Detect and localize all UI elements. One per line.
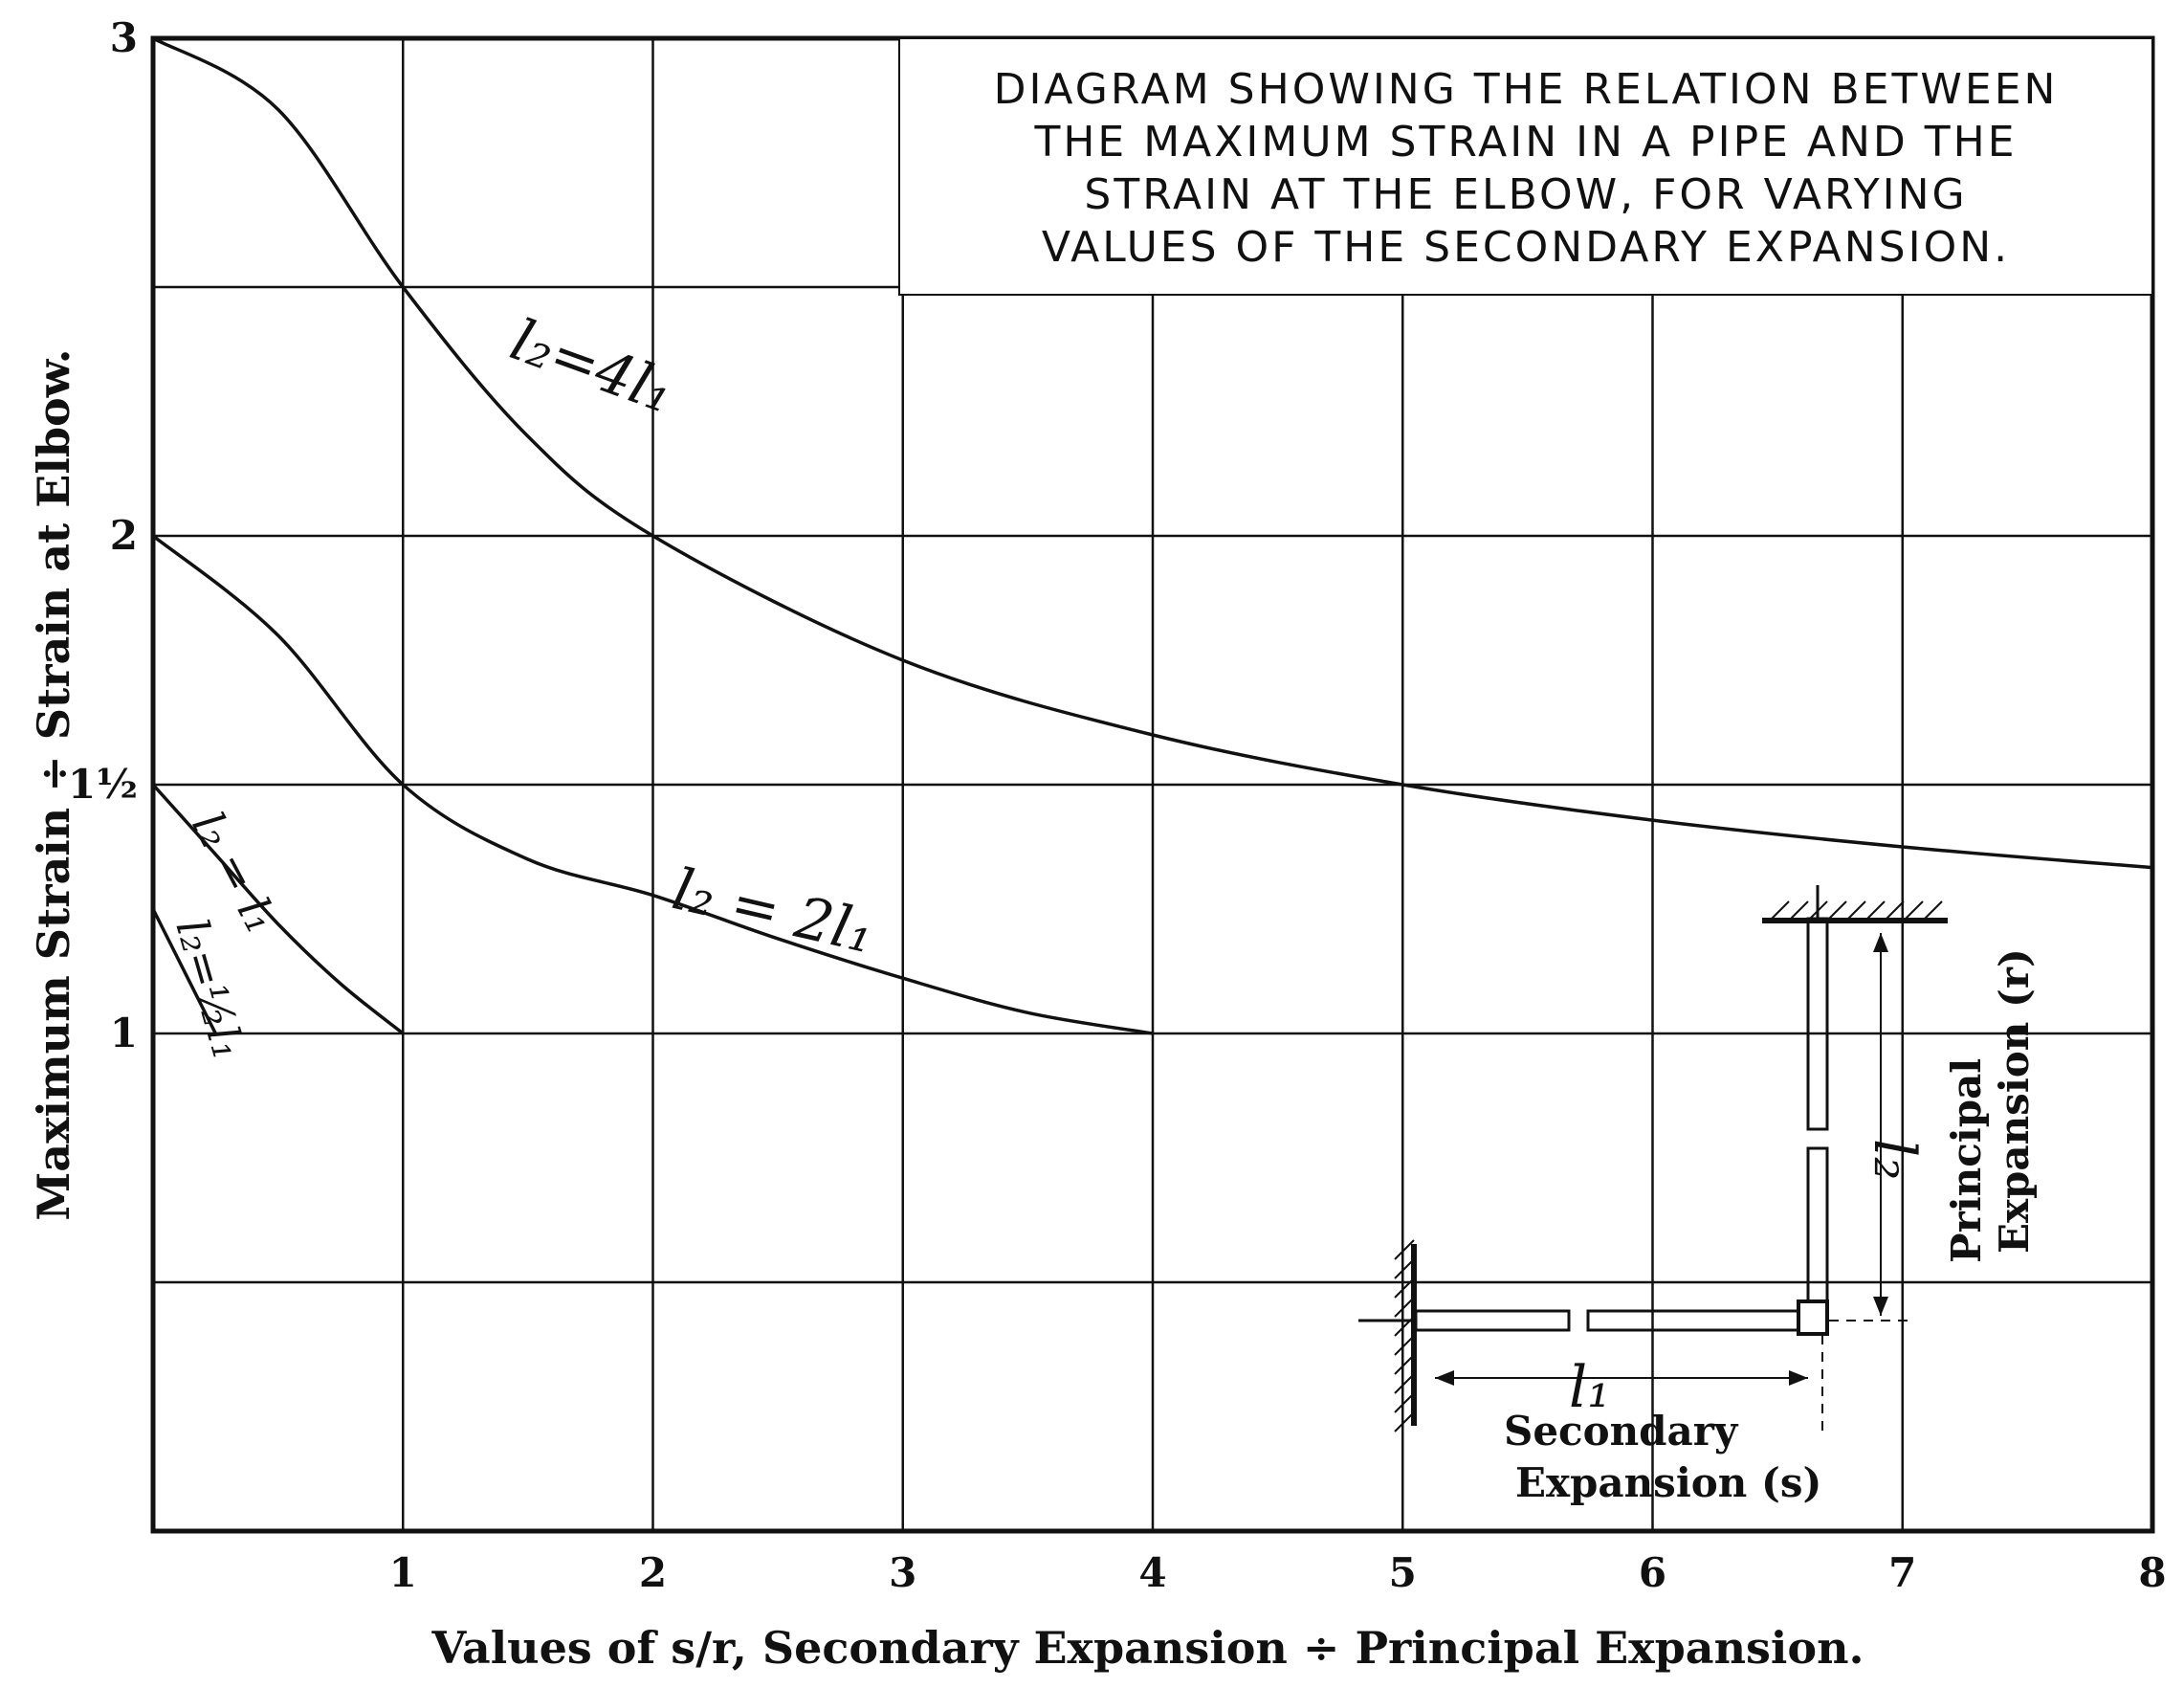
x-axis-title: Values of s/r, Secondary Expansion ÷ Pri…: [430, 1622, 1864, 1674]
series-line-0: [152, 36, 2153, 870]
series-line-3: [151, 908, 217, 1034]
title-line-2: THE MAXIMUM STRAIN IN A PIPE AND THE: [1033, 118, 2017, 167]
title-line-3: STRAIN AT THE ELBOW, FOR VARYING: [1084, 170, 1967, 219]
curves: [151, 36, 2153, 1035]
x-tick-label: 7: [1888, 1549, 1916, 1596]
x-tick-label: 4: [1138, 1549, 1166, 1596]
y-tick-label: 1: [110, 1010, 138, 1056]
y-tick-label: 2: [110, 512, 138, 559]
x-tick-label: 3: [889, 1549, 916, 1596]
x-tick-label: 1: [389, 1549, 417, 1596]
title-line-4: VALUES OF THE SECONDARY EXPANSION.: [1042, 223, 2010, 272]
x-tick-label: 2: [639, 1549, 667, 1596]
inset-l1-label: l₁: [1569, 1354, 1610, 1421]
inset-l2-label: l₂: [1861, 1139, 1928, 1180]
y-axis-title: Maximum Strain ÷ Strain at Elbow.: [28, 348, 79, 1220]
tick-labels: 1 2 3 4 5 6 7 8 1 1½ 2 3: [68, 14, 2167, 1596]
series-line-1: [151, 534, 1154, 1035]
inset-secondary-line1: Secondary: [1504, 1408, 1739, 1455]
pipe-inset-diagram: [1358, 885, 1948, 1433]
inset-principal-line1: Principal: [1943, 1058, 1990, 1263]
inset-secondary-line2: Expansion (s): [1515, 1459, 1821, 1506]
inset-principal-line2: Expansion (r): [1991, 948, 2038, 1254]
series-line-2: [151, 783, 405, 1035]
x-tick-label: 5: [1389, 1549, 1417, 1596]
title-box: [898, 37, 2153, 296]
x-tick-label: 8: [2138, 1549, 2166, 1596]
y-tick-label: 3: [110, 14, 138, 61]
title-line-1: DIAGRAM SHOWING THE RELATION BETWEEN: [994, 65, 2059, 114]
curve-label-2: l₂ = 2l₁: [667, 855, 880, 966]
y-tick-label: 1½: [68, 761, 138, 808]
x-tick-label: 6: [1639, 1549, 1666, 1596]
curve-label-4: l₂=4l₁: [502, 306, 682, 427]
